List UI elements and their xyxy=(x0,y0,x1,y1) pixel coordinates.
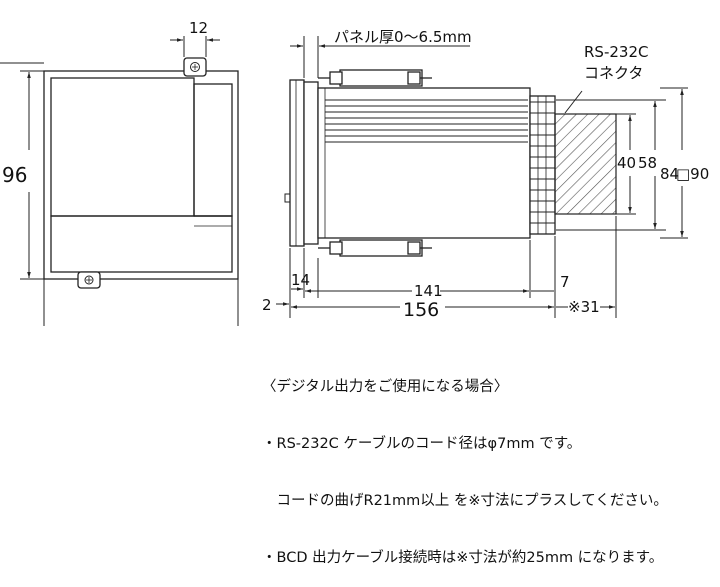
connector-leader xyxy=(564,90,583,114)
dim-84-label: 84 xyxy=(660,165,679,183)
connector-label-2: コネクタ xyxy=(584,64,643,82)
notes-line-2: コードの曲げR21mm以上 を※寸法にプラスしてください。 xyxy=(262,493,668,509)
dim-2-label: 2 xyxy=(262,296,272,314)
dim-14-label: 14 xyxy=(291,271,310,289)
side-view xyxy=(284,69,556,257)
dim-96 xyxy=(20,70,44,280)
dim-panel-thickness xyxy=(290,36,470,78)
dim-40-label: 40 xyxy=(617,154,636,172)
dim-90-label: □90 xyxy=(676,165,709,183)
notes-line-3: ・BCD 出力ケーブル接続時は※寸法が約25mm になります。 xyxy=(262,550,664,566)
main-body xyxy=(317,87,531,239)
panel xyxy=(303,81,319,245)
notes-block: 〈デジタル出力をご使用になる場合〉 ・RS-232C ケーブルのコード径はφ7m… xyxy=(262,340,668,587)
dim-141-label: 141 xyxy=(414,282,443,300)
front-view xyxy=(0,57,239,326)
front-bezel xyxy=(43,70,239,280)
rear-terminal-block xyxy=(529,95,556,235)
front-flange xyxy=(289,79,305,247)
panel-thickness-label: パネル厚0〜6.5mm xyxy=(334,28,472,46)
dim-right-vertical xyxy=(556,87,688,239)
dim-96-label: 96 xyxy=(2,163,27,187)
connector-label-1: RS-232C xyxy=(584,43,648,61)
dim-12-label: 12 xyxy=(189,19,208,37)
notes-line-1: ・RS-232C ケーブルのコード径はφ7mm です。 xyxy=(262,436,582,452)
dim-31-label: ※31 xyxy=(568,298,600,316)
dim-12 xyxy=(170,36,220,57)
dimension-drawing: 12 96 RS-2 xyxy=(0,19,709,326)
rs232c-connector xyxy=(554,113,617,215)
dim-58-label: 58 xyxy=(638,154,657,172)
terminal-ticks xyxy=(530,101,555,224)
vent-slots xyxy=(325,99,528,143)
dim-bottom xyxy=(276,216,617,318)
dim-7-label: 7 xyxy=(560,273,570,291)
keypad-area xyxy=(50,215,233,273)
notes-heading: 〈デジタル出力をご使用になる場合〉 xyxy=(262,379,509,395)
dim-156-label: 156 xyxy=(403,299,439,321)
